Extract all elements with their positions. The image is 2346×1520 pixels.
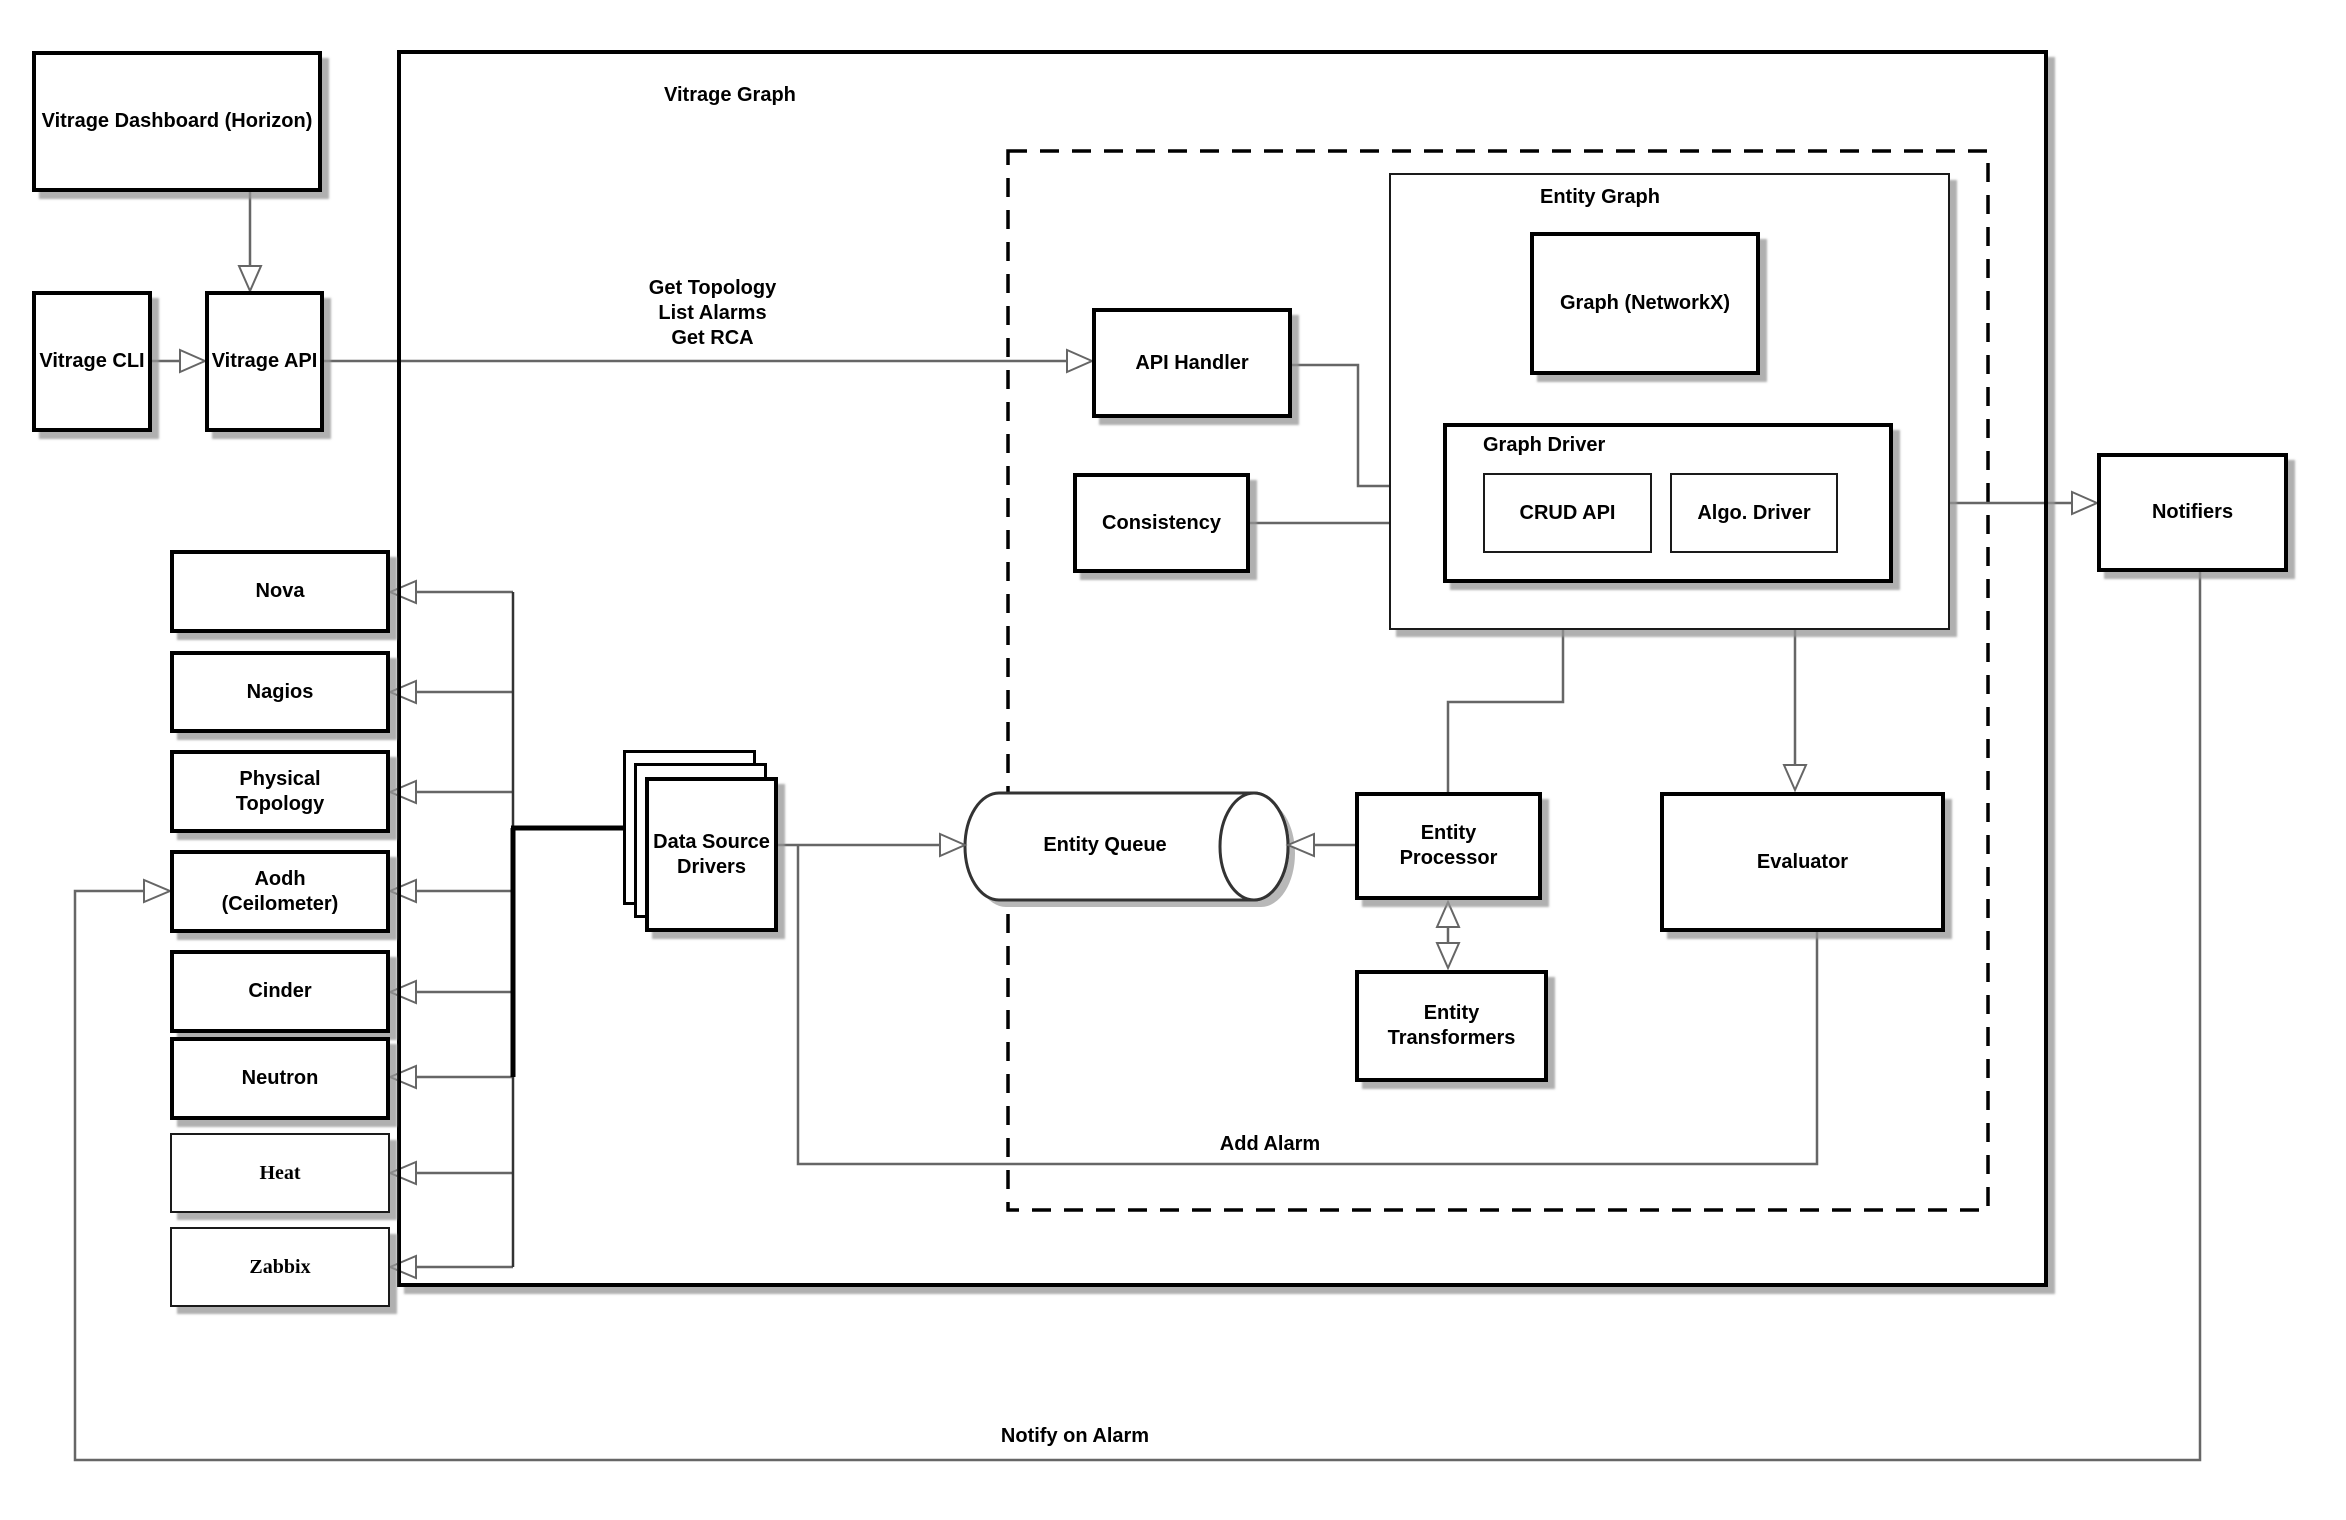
node-graph-networkx-label: Graph (NetworkX) — [1559, 292, 1731, 314]
source-label: Heat — [259, 1161, 301, 1184]
arrowhead-into-evaluator — [1782, 764, 1808, 793]
vitrage-graph-container — [397, 50, 2048, 1287]
get-topology-label: Get Topology — [648, 277, 777, 299]
arrowhead-into-neutron — [387, 1064, 417, 1090]
node-vitrage-api: Vitrage API — [205, 291, 324, 432]
arrowhead-into-processor-bottom — [1435, 899, 1461, 928]
arrowhead-into-vitrage-api-top — [237, 265, 263, 294]
arrowhead-into-aodh-left — [143, 878, 173, 904]
node-vitrage-cli: Vitrage CLI — [32, 291, 152, 432]
edge-processor-to-crud — [1446, 610, 1565, 792]
node-consistency-label: Consistency — [1102, 511, 1221, 534]
trunk-lines — [510, 825, 627, 1077]
node-source-neutron: Neutron — [170, 1037, 390, 1120]
arrowhead-into-nova — [387, 579, 417, 605]
node-entity-transformers: Entity Transformers — [1355, 970, 1548, 1082]
arrowhead-into-queue-right — [1285, 832, 1315, 858]
edge-handler-to-graphdriver — [1292, 363, 1418, 488]
node-notifiers: Notifiers — [2097, 453, 2288, 572]
node-data-source-drivers: Data Source Drivers — [645, 777, 778, 932]
arrowhead-into-queue-left — [939, 832, 968, 858]
arrowhead-into-zabbix — [387, 1254, 417, 1280]
get-rca-label: Get RCA — [671, 327, 754, 349]
list-alarms-label: List Alarms — [658, 302, 767, 324]
node-vitrage-api-label: Vitrage API — [211, 350, 318, 372]
arrowhead-into-notifiers — [2071, 490, 2100, 516]
node-algo-driver-label: Algo. Driver — [1697, 501, 1811, 524]
graph-driver-title: Graph Driver — [1483, 434, 1606, 456]
source-label: Physical Topology — [235, 767, 325, 815]
entity-queue-label: Entity Queue — [1043, 834, 1167, 856]
arrowhead-into-heat — [387, 1160, 417, 1186]
edge-notify-on-alarm — [73, 572, 2202, 1462]
entity-graph-title: Entity Graph — [1539, 186, 1660, 208]
node-vitrage-cli-label: Vitrage CLI — [39, 350, 145, 372]
node-evaluator-label: Evaluator — [1756, 850, 1849, 873]
node-data-source-drivers-label: Data Source Drivers — [653, 830, 770, 878]
node-source-zabbix: Zabbix — [170, 1227, 390, 1307]
entity-queue-cap — [1218, 791, 1290, 902]
node-vitrage-dashboard: Vitrage Dashboard (Horizon) — [32, 51, 322, 192]
node-notifiers-label: Notifiers — [2151, 501, 2234, 523]
node-entity-transformers-label: Entity Transformers — [1387, 1002, 1516, 1049]
source-label: Neutron — [241, 1067, 319, 1089]
node-consistency: Consistency — [1073, 473, 1250, 573]
source-label: Zabbix — [249, 1255, 311, 1278]
dashed-region-border — [1006, 149, 1990, 1212]
node-algo-driver: Algo. Driver — [1670, 473, 1838, 553]
edge-add-alarm — [796, 845, 1819, 1166]
source-label: Nova — [255, 580, 305, 602]
node-entity-processor: Entity Processor — [1355, 792, 1542, 900]
arrowhead-into-vitrage-api-left — [179, 348, 208, 374]
node-vitrage-dashboard-label: Vitrage Dashboard (Horizon) — [41, 110, 313, 132]
arrowhead-into-physical-topology — [387, 779, 417, 805]
source-label: Aodh (Ceilometer) — [221, 867, 339, 915]
node-source-heat: Heat — [170, 1133, 390, 1213]
arrowhead-into-transformers-top — [1435, 942, 1461, 971]
add-alarm-label: Add Alarm — [1219, 1133, 1321, 1155]
node-api-handler-label: API Handler — [1135, 351, 1249, 374]
node-entity-processor-label: Entity Processor — [1399, 822, 1498, 869]
node-source-physical-topology: Physical Topology — [170, 750, 390, 833]
arrowhead-into-cinder — [387, 979, 417, 1005]
node-source-nagios: Nagios — [170, 651, 390, 733]
node-evaluator: Evaluator — [1660, 792, 1945, 932]
vitrage-graph-title: Vitrage Graph — [664, 84, 796, 106]
arrowhead-into-nagios — [387, 679, 417, 705]
arrowhead-into-api-handler — [1066, 348, 1095, 374]
node-source-cinder: Cinder — [170, 950, 390, 1033]
notify-on-alarm-label: Notify on Alarm — [1000, 1425, 1150, 1447]
source-label: Cinder — [248, 980, 312, 1002]
node-source-aodh: Aodh (Ceilometer) — [170, 850, 390, 933]
node-source-nova: Nova — [170, 550, 390, 633]
api-call-labels: Get Topology List Alarms Get RCA — [620, 276, 805, 351]
node-crud-api: CRUD API — [1483, 473, 1652, 553]
arrowhead-into-aodh-right — [387, 878, 417, 904]
source-label: Nagios — [246, 680, 314, 703]
node-crud-api-label: CRUD API — [1519, 501, 1616, 524]
node-graph-networkx: Graph (NetworkX) — [1530, 232, 1760, 375]
node-api-handler: API Handler — [1092, 308, 1292, 418]
